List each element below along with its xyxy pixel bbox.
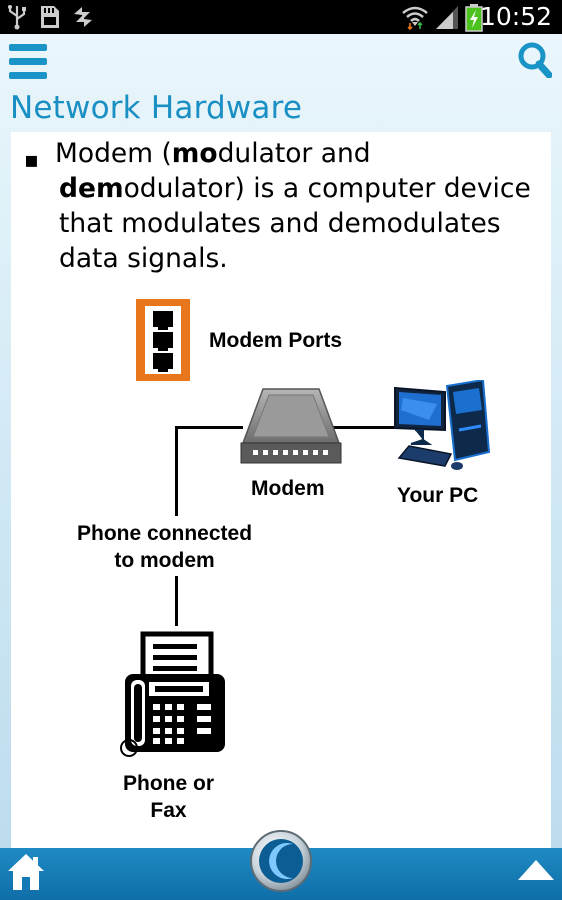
sync-icon: [74, 7, 92, 27]
bullet-line: demodulator) is a computer device: [59, 173, 531, 204]
battery-charging-icon: [465, 4, 483, 32]
status-bar: 10:52: [0, 0, 562, 34]
phone-connected-label: Phone connected to modem: [77, 522, 253, 572]
fax-machine-icon: [120, 631, 225, 757]
app-logo-button[interactable]: [249, 828, 313, 894]
modem-device-icon: [240, 388, 342, 464]
pc-label: Your PC: [397, 484, 479, 507]
page-title: Network Hardware: [10, 90, 303, 126]
bullet-line: that modulates and demodulates: [59, 208, 501, 239]
modem-ports-label: Modem Ports: [209, 329, 343, 352]
modem-ports-icon: [136, 299, 190, 381]
app-logo-icon: [250, 830, 312, 892]
modem-label: Modem: [251, 477, 325, 500]
modem-pc-wire: [321, 426, 401, 429]
sd-card-icon: [41, 6, 59, 28]
scroll-up-arrow-icon: [518, 860, 554, 880]
bullet-line: Modem (modulator and: [55, 138, 371, 169]
status-clock: 10:52: [479, 2, 552, 31]
slide-content: ▪ Modem (modulator and demodulator) is a…: [11, 132, 551, 848]
search-button[interactable]: [518, 42, 553, 79]
search-icon: [518, 42, 553, 79]
scroll-up-button[interactable]: [516, 858, 556, 884]
pc-icon: [394, 380, 491, 470]
home-icon: [8, 854, 44, 890]
home-button[interactable]: [6, 852, 46, 892]
bullet-text: Modem (modulator and demodulator) is a c…: [55, 136, 535, 276]
signal-icon: [436, 6, 458, 29]
menu-button[interactable]: [9, 42, 49, 80]
usb-icon: [8, 5, 26, 30]
phone-fax-label: Phone or Fax: [123, 772, 215, 822]
phone-wire-lower: [175, 576, 178, 626]
modem-phone-wire-h: [175, 426, 243, 429]
bullet-marker: ▪: [24, 148, 39, 173]
hamburger-menu-icon: [9, 44, 47, 51]
wifi-icon: [402, 6, 428, 30]
bullet-line: data signals.: [59, 243, 228, 274]
modem-phone-wire-v: [175, 426, 178, 516]
